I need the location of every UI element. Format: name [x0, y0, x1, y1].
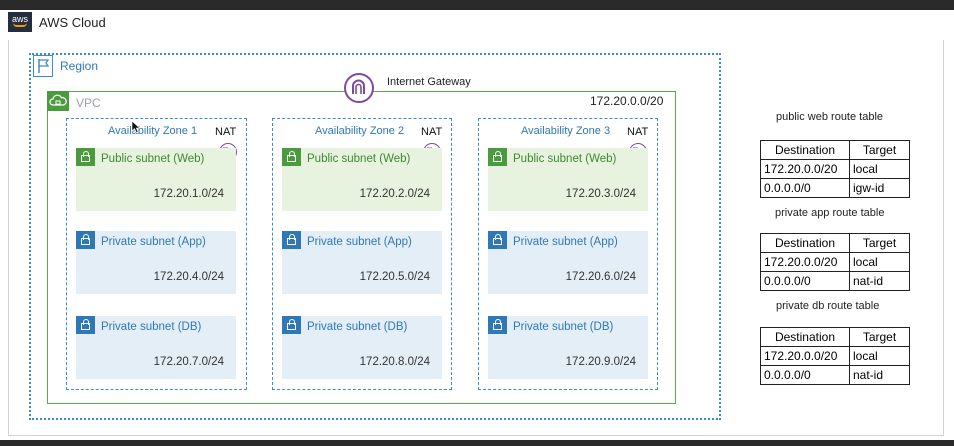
vpc-cidr: 172.20.0.0/20: [590, 94, 664, 108]
private-subnet-db-az1: Private subnet (DB) 172.20.7.0/24: [76, 316, 236, 379]
public-web-route-table-title: public web route table: [776, 111, 884, 123]
private-subnet-db-az2: Private subnet (DB) 172.20.8.0/24: [282, 316, 442, 379]
column-header: Target: [849, 327, 910, 347]
private-subnet-app-az3: Private subnet (App) 172.20.6.0/24: [488, 231, 648, 294]
table-cell: 0.0.0.0/0: [760, 271, 850, 291]
column-header: Destination: [760, 327, 850, 347]
availability-zone-3: [478, 118, 658, 390]
subnet-cidr: 172.20.5.0/24: [359, 271, 430, 283]
subnet-label: Public subnet (Web): [307, 153, 411, 165]
lock-icon: [488, 316, 507, 334]
region-label: Region: [60, 59, 99, 73]
internet-gateway-icon: [344, 73, 374, 103]
table-cell: 172.20.0.0/20: [760, 346, 850, 366]
table-header-row: Destination Target: [760, 140, 910, 160]
table-header-row: Destination Target: [760, 327, 910, 347]
aws-logo-text: aws: [11, 14, 28, 24]
lock-icon: [488, 148, 507, 166]
column-header: Target: [849, 233, 910, 253]
column-header: Destination: [760, 233, 850, 253]
public-subnet-web-az3: Public subnet (Web) 172.20.3.0/24: [488, 148, 648, 211]
lock-icon: [282, 231, 301, 249]
private-db-route-table-title: private db route table: [776, 300, 880, 312]
subnet-label: Private subnet (DB): [513, 321, 614, 333]
az-1-nat-label: NAT: [215, 126, 237, 138]
subnet-label: Private subnet (DB): [101, 321, 202, 333]
table-cell: nat-id: [849, 365, 910, 385]
az-3-nat-label: NAT: [627, 126, 649, 138]
table-header-row: Destination Target: [760, 233, 910, 253]
subnet-label: Private subnet (App): [307, 236, 412, 248]
vpc-label: VPC: [76, 96, 101, 110]
subnet-cidr: 172.20.2.0/24: [359, 188, 430, 200]
table-cell: 0.0.0.0/0: [760, 178, 850, 198]
region-flag-icon: [33, 55, 53, 77]
subnet-label: Private subnet (DB): [307, 321, 408, 333]
subnet-label: Private subnet (App): [101, 236, 206, 248]
lock-icon: [76, 231, 95, 249]
subnet-label: Public subnet (Web): [513, 153, 617, 165]
public-subnet-web-az1: Public subnet (Web) 172.20.1.0/24: [76, 148, 236, 211]
table-row: 0.0.0.0/0 igw-id: [760, 178, 910, 198]
subnet-cidr: 172.20.6.0/24: [565, 271, 636, 283]
subnet-cidr: 172.20.4.0/24: [153, 271, 224, 283]
mouse-cursor-icon: [131, 120, 141, 133]
aws-cloud-header: aws AWS Cloud: [8, 12, 106, 32]
availability-zone-2: [272, 118, 452, 390]
table-row: 172.20.0.0/20 local: [760, 159, 910, 179]
subnet-label: Public subnet (Web): [101, 153, 205, 165]
public-subnet-web-az2: Public subnet (Web) 172.20.2.0/24: [282, 148, 442, 211]
table-cell: 0.0.0.0/0: [760, 365, 850, 385]
table-row: 172.20.0.0/20 local: [760, 346, 910, 366]
subnet-cidr: 172.20.1.0/24: [153, 188, 224, 200]
public-web-route-table: Destination Target 172.20.0.0/20 local 0…: [760, 140, 910, 198]
table-row: 0.0.0.0/0 nat-id: [760, 365, 910, 385]
private-db-route-table: Destination Target 172.20.0.0/20 local 0…: [760, 327, 910, 385]
internet-gateway-label: Internet Gateway: [387, 76, 471, 88]
vpc-cloud-icon: [47, 91, 69, 111]
table-cell: local: [849, 346, 910, 366]
lock-icon: [282, 148, 301, 166]
lock-icon: [76, 316, 95, 334]
table-cell: local: [849, 252, 910, 272]
availability-zone-1: [66, 118, 247, 390]
subnet-cidr: 172.20.8.0/24: [359, 356, 430, 368]
table-cell: 172.20.0.0/20: [760, 159, 850, 179]
table-row: 0.0.0.0/0 nat-id: [760, 271, 910, 291]
lock-icon: [282, 316, 301, 334]
subnet-cidr: 172.20.3.0/24: [565, 188, 636, 200]
private-app-route-table: Destination Target 172.20.0.0/20 local 0…: [760, 233, 910, 291]
table-cell: igw-id: [849, 178, 910, 198]
table-row: 172.20.0.0/20 local: [760, 252, 910, 272]
az-3-label: Availability Zone 3: [521, 125, 611, 137]
subnet-cidr: 172.20.9.0/24: [565, 356, 636, 368]
private-subnet-db-az3: Private subnet (DB) 172.20.9.0/24: [488, 316, 648, 379]
aws-cloud-boundary: [8, 40, 944, 436]
az-2-label: Availability Zone 2: [315, 125, 405, 137]
region-boundary: [29, 53, 721, 420]
lock-icon: [488, 231, 507, 249]
private-app-route-table-title: private app route table: [775, 207, 885, 219]
bottom-letterbox: [0, 440, 954, 446]
subnet-label: Private subnet (App): [513, 236, 618, 248]
table-cell: nat-id: [849, 271, 910, 291]
private-subnet-app-az2: Private subnet (App) 172.20.5.0/24: [282, 231, 442, 294]
subnet-cidr: 172.20.7.0/24: [153, 356, 224, 368]
column-header: Target: [849, 140, 910, 160]
aws-logo-icon: aws: [8, 12, 32, 32]
private-subnet-app-az1: Private subnet (App) 172.20.4.0/24: [76, 231, 236, 294]
table-cell: 172.20.0.0/20: [760, 252, 850, 272]
top-letterbox: [0, 0, 954, 10]
aws-cloud-title: AWS Cloud: [39, 14, 106, 30]
table-cell: local: [849, 159, 910, 179]
column-header: Destination: [760, 140, 850, 160]
az-1-label: Availability Zone 1: [108, 125, 198, 137]
az-2-nat-label: NAT: [421, 126, 443, 138]
lock-icon: [76, 148, 95, 166]
